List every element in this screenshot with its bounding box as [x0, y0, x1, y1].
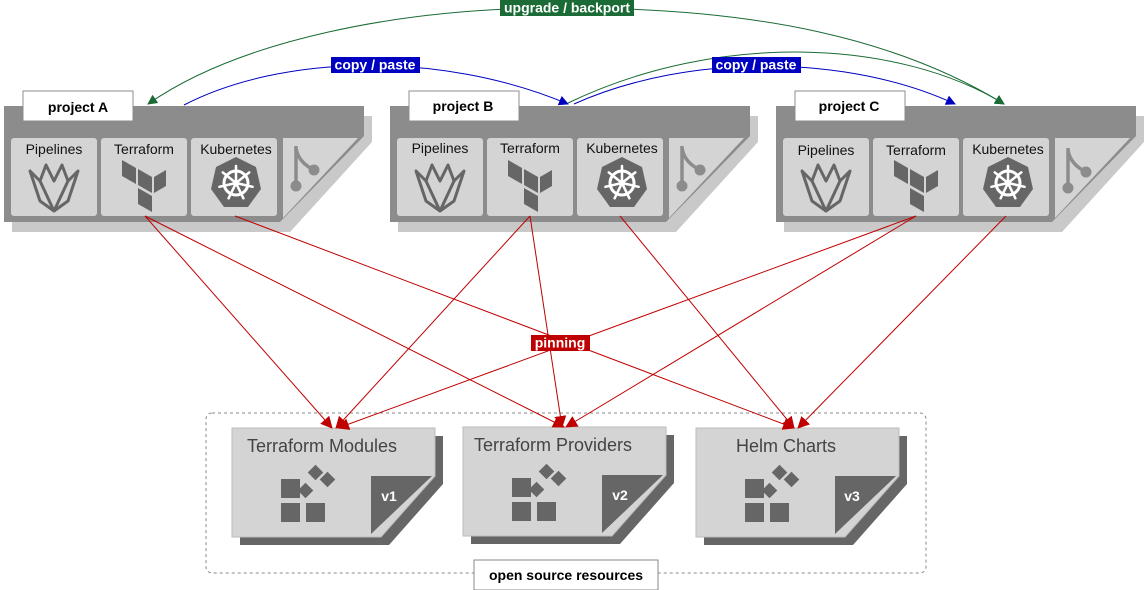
open-source-label-box: [473, 559, 659, 590]
resource-terraform-providers: Terraform Providers v2: [462, 426, 674, 544]
tool-label-kubernetes: Kubernetes: [200, 141, 272, 157]
pinning-label: pinning: [535, 335, 586, 351]
resource-title: Helm Charts: [736, 436, 836, 456]
upgrade-label-bg: [500, 0, 634, 16]
project-b-panel: project B Pipelines Terraform Kubernetes: [390, 90, 758, 232]
version-badge: v2: [612, 487, 628, 503]
open-source-label: open source resources: [489, 567, 643, 583]
resource-title: Terraform Modules: [247, 436, 397, 456]
project-a-panel: project A Pipelines Terraform Kubernetes: [4, 90, 372, 232]
upgrade-backport-arrows: [147, 7, 1005, 105]
resource-title: Terraform Providers: [474, 435, 632, 455]
resource-terraform-modules: Terraform Modules v1: [231, 427, 443, 545]
tool-label-kubernetes: Kubernetes: [586, 140, 658, 156]
copy-right-label-bg: [712, 57, 801, 73]
project-a-title: project A: [48, 99, 108, 115]
tool-label-terraform: Terraform: [114, 141, 174, 157]
copy-paste-label-right: copy / paste: [716, 57, 797, 73]
tool-label-pipelines: Pipelines: [26, 141, 83, 157]
resource-helm-charts: Helm Charts v3: [695, 427, 907, 545]
tool-label-pipelines: Pipelines: [798, 142, 855, 158]
tool-label-terraform: Terraform: [886, 142, 946, 158]
open-source-group-border: [205, 412, 927, 574]
tool-label-pipelines: Pipelines: [412, 140, 469, 156]
pinning-arrows: [144, 215, 1007, 430]
copy-left-label-bg: [331, 57, 420, 73]
tool-label-kubernetes: Kubernetes: [972, 141, 1044, 157]
tool-label-terraform: Terraform: [500, 140, 560, 156]
copy-paste-label-left: copy / paste: [335, 57, 416, 73]
pinning-label-bg: [531, 335, 590, 351]
project-b-title: project B: [433, 98, 494, 114]
version-badge: v3: [844, 488, 860, 504]
project-c-panel: project C Pipelines Terraform Kubernetes: [776, 90, 1144, 232]
project-c-title: project C: [819, 98, 880, 114]
version-badge: v1: [381, 488, 397, 504]
upgrade-backport-label: upgrade / backport: [504, 0, 630, 16]
